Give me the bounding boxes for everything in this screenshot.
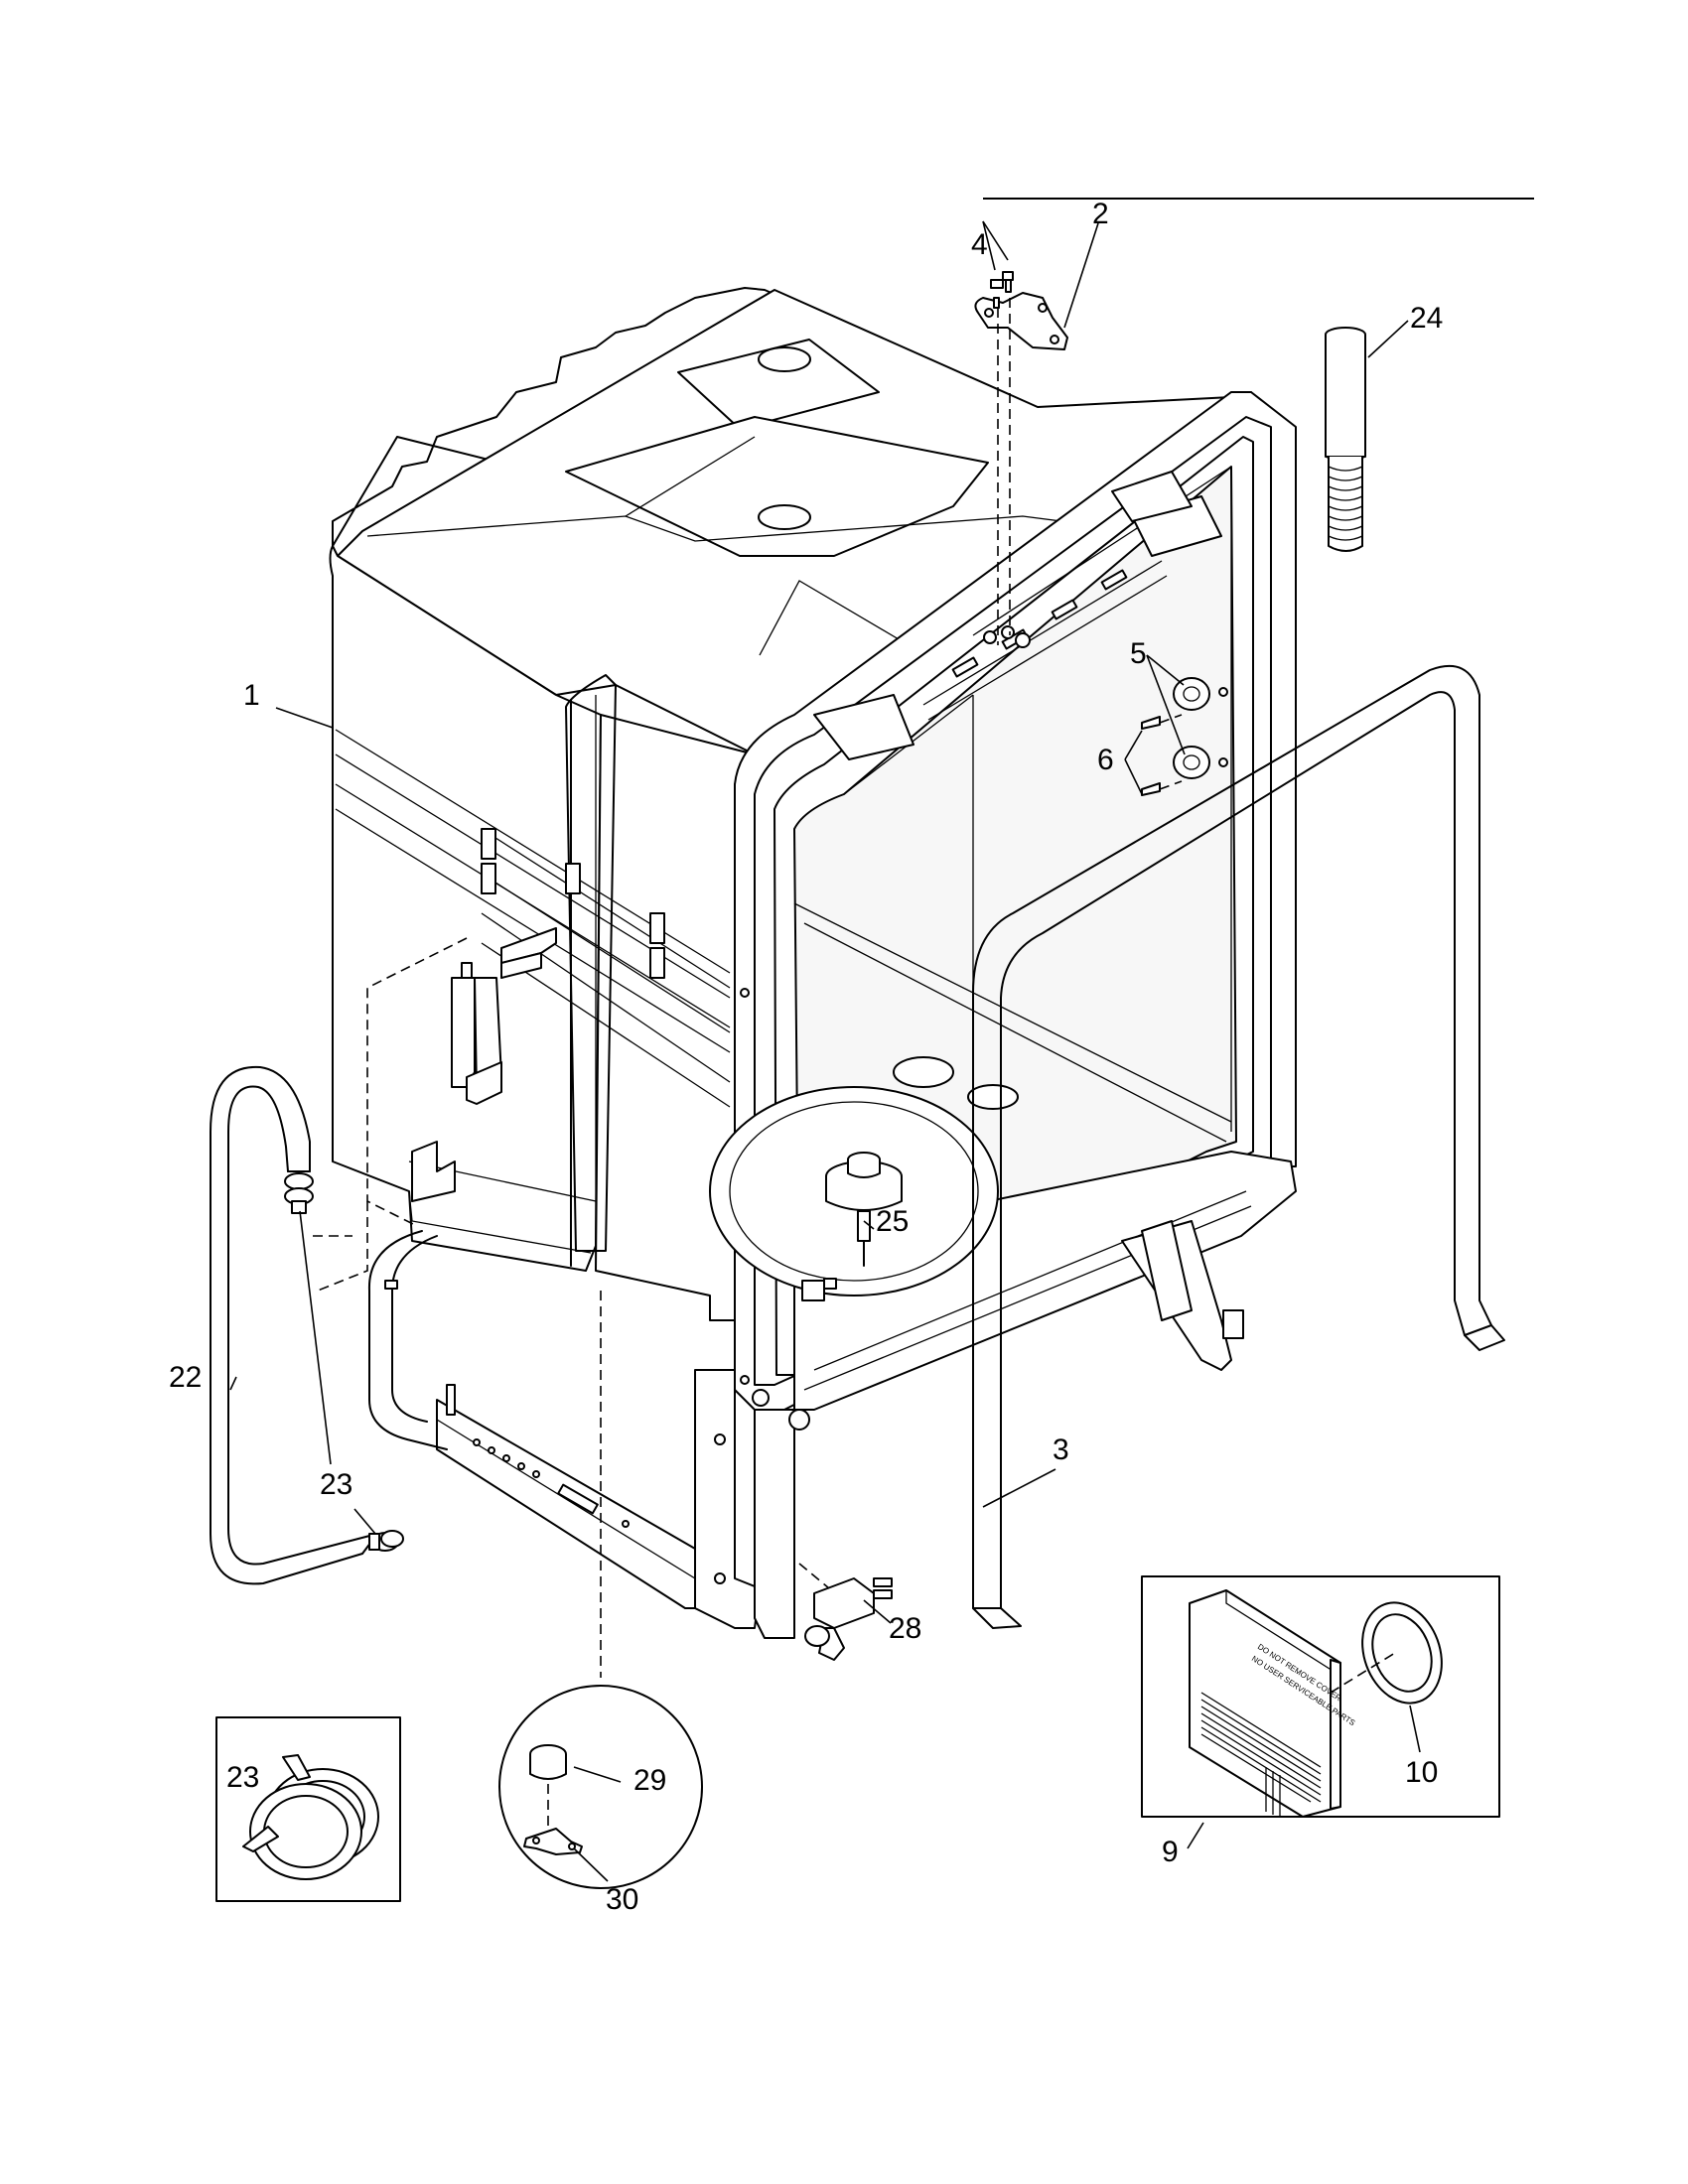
callout-9: 9 [1162,1836,1179,1868]
callout-5: 5 [1130,637,1147,670]
callout-29: 29 [633,1764,666,1797]
wheels-5 [1173,677,1228,779]
funnel-guide [366,937,468,1227]
top-hole-rear [758,346,811,372]
door-gasket [972,665,1505,1629]
callout-2: 2 [1092,198,1109,230]
callout-6: 6 [1097,744,1114,776]
cap-29 [529,1744,567,1780]
control-box-9: DO NOT REMOVE COVER NO USER SERVICEABLE … [1189,1589,1356,1818]
top-hole-front [758,504,811,530]
tub-clip [801,1278,837,1301]
fill-funnel [451,927,557,1105]
callout-10: 10 [1405,1756,1438,1789]
spring-tube [1325,327,1366,552]
hose-clamp-bottom [368,1530,404,1552]
callout-numbers: 1 2 3 4 5 6 9 10 22 23 23 24 25 28 29 30 [169,198,1443,1916]
bracket-30 [523,1828,583,1855]
callout-25: 25 [876,1205,909,1238]
clamp-23-detail [242,1754,379,1880]
screws-4 [990,271,1014,309]
tub-assembly [329,287,1297,1639]
switch-28 [804,1577,893,1661]
callout-3: 3 [1053,1433,1069,1466]
callout-22: 22 [169,1361,202,1394]
callout-30: 30 [606,1883,638,1916]
callout-4: 4 [971,228,988,261]
nut-10 [1361,1601,1443,1705]
callout-1: 1 [243,679,260,712]
inset-circle [498,1685,703,1889]
top-bracket [974,292,1068,350]
callout-28: 28 [889,1612,921,1645]
hose-clamp-top [284,1172,314,1214]
callout-24: 24 [1410,302,1443,335]
leaders [229,220,1421,1882]
callout-23-hose: 23 [320,1468,352,1501]
top-pad-front [565,416,989,557]
callout-23-inset: 23 [226,1761,259,1794]
